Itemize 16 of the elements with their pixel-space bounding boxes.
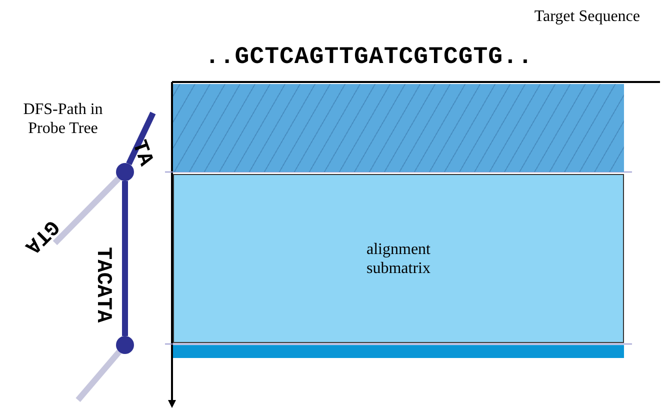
box-label: alignment submatrix (366, 240, 432, 278)
tree-path-line (122, 181, 128, 336)
sequence-text: ..GCTCAGTTGATCGTCGTG.. (205, 44, 533, 71)
axis-title: Target Sequence (534, 8, 640, 26)
edge-label: GTA (20, 214, 62, 257)
tree-node-dot (116, 163, 134, 181)
bar (173, 345, 624, 358)
edge-label: TACATA (91, 247, 113, 323)
hatched-region (173, 84, 624, 172)
tree-node-dot (116, 336, 134, 354)
caption-text: DFS-Path in Probe Tree (22, 100, 104, 138)
submatrix-box (173, 174, 624, 343)
tree-path-line (52, 176, 121, 246)
edge-label: TA (126, 138, 156, 170)
tree-path-line (76, 350, 122, 402)
tree-path-line (126, 112, 156, 166)
